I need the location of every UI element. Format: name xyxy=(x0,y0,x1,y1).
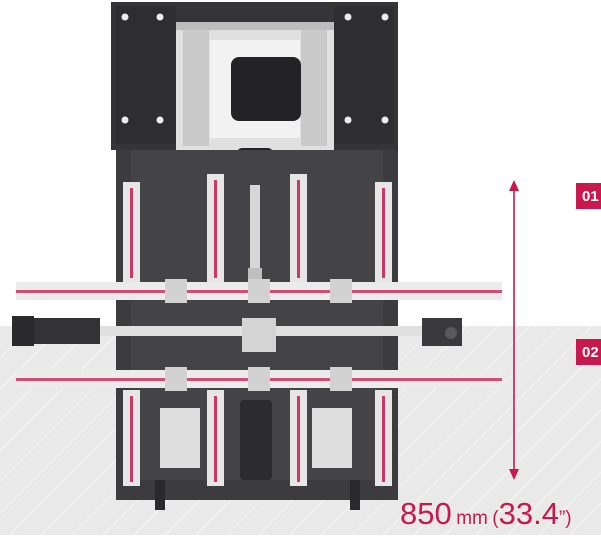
cnc-machine-image xyxy=(12,2,502,510)
dimension-paren-open: ( xyxy=(492,508,499,529)
dimension-unit-mm: mm xyxy=(456,508,488,529)
dimension-value-in: 33.4 xyxy=(498,496,559,531)
label-badge-01: 01 xyxy=(576,183,601,209)
dimension-value-mm: 850 xyxy=(400,496,452,531)
label-badge-02: 02 xyxy=(576,339,601,365)
dimension-label: 850 mm (33.4”) xyxy=(400,496,601,532)
dimension-arrow xyxy=(509,180,519,480)
dimension-unit-in: ”) xyxy=(558,508,572,529)
